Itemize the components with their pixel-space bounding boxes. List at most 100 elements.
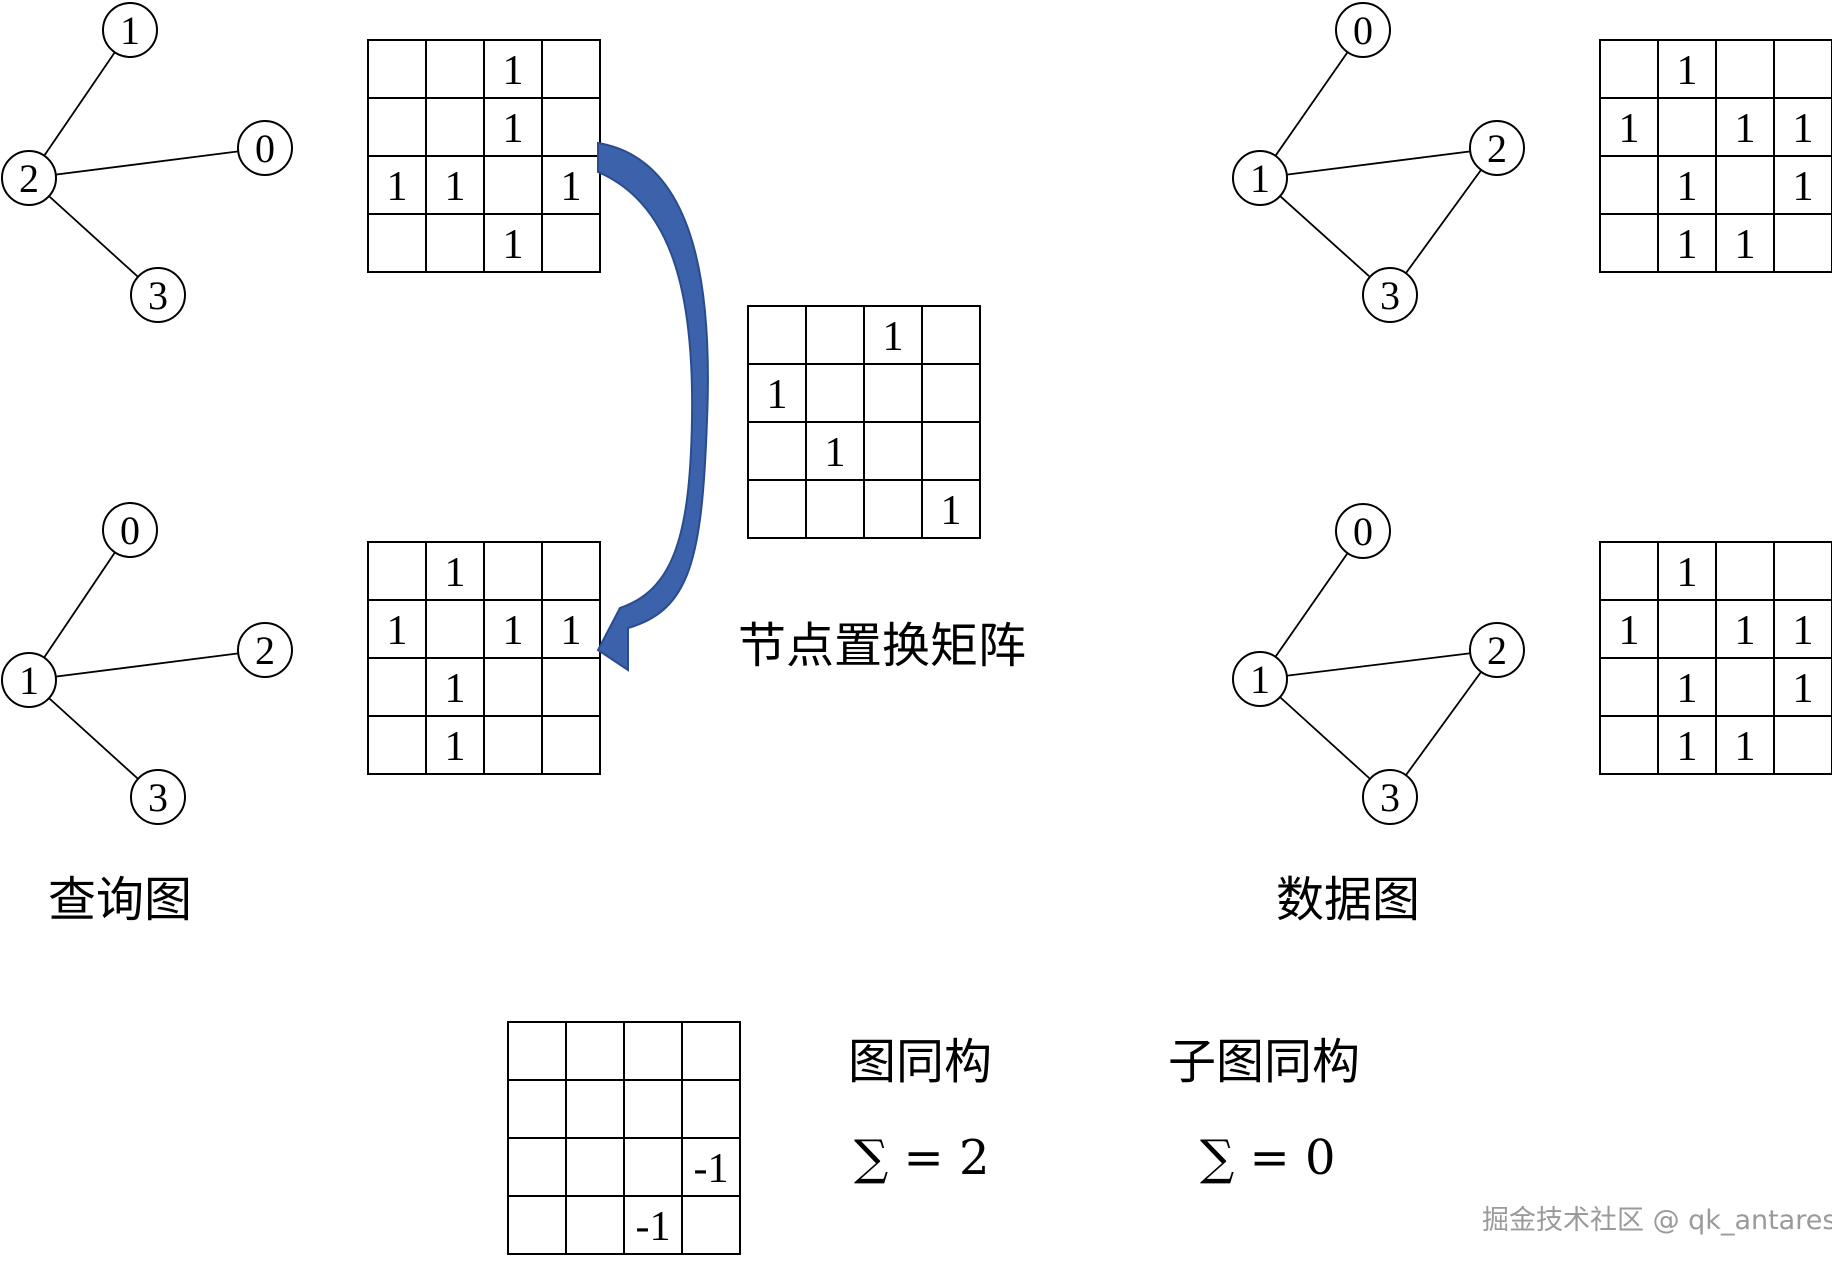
matrix-cell-value: 1 — [1677, 724, 1698, 770]
matrix-cell — [1715, 155, 1775, 215]
matrix-cell — [1715, 39, 1775, 99]
permutation-matrix-label: 节点置换矩阵 — [738, 618, 1027, 674]
matrix-cell — [863, 363, 923, 423]
data-top-node-1: 1 — [1232, 150, 1288, 206]
matrix-cell-value: 1 — [503, 106, 524, 152]
matrix-cell — [1599, 657, 1659, 717]
matrix-cell-value: 1 — [1735, 724, 1756, 770]
matrix-cell — [921, 421, 981, 481]
matrix-cell — [367, 97, 427, 157]
matrix-cell-value: 1 — [1735, 608, 1756, 654]
matrix-cell-value: 1 — [445, 724, 466, 770]
matrix-cell — [681, 1021, 741, 1081]
matrix-cell-value: 1 — [1793, 666, 1814, 712]
matrix-cell — [1773, 97, 1832, 157]
matrix-cell — [623, 1079, 683, 1139]
matrix-cell-value: 1 — [503, 48, 524, 94]
matrix-cell-value: 1 — [883, 314, 904, 360]
matrix-cell — [747, 479, 807, 539]
matrix-cell — [483, 39, 543, 99]
matrix-cell — [1657, 715, 1717, 775]
matrix-cell — [921, 479, 981, 539]
curved-arrow-shape — [596, 141, 709, 672]
data-top-edge-2 — [1259, 177, 1391, 296]
matrix-cell-value: 1 — [1735, 222, 1756, 268]
matrix-cell — [483, 97, 543, 157]
matrix-cell — [483, 599, 543, 659]
matrix-cell-value: 1 — [503, 608, 524, 654]
matrix-cell — [681, 1079, 741, 1139]
data-top-node-0: 0 — [1335, 2, 1391, 58]
matrix-cell — [805, 479, 865, 539]
matrix-cell — [541, 657, 601, 717]
matrix-cell-value: -1 — [636, 1204, 671, 1250]
data-bottom-node-1: 1 — [1232, 651, 1288, 707]
difference-matrix: -1-1 — [507, 1021, 741, 1255]
matrix-cell — [1657, 599, 1717, 659]
matrix-cell-value: 1 — [1677, 48, 1698, 94]
matrix-cell — [1657, 97, 1717, 157]
matrix-cell-value: 1 — [445, 666, 466, 712]
matrix-cell-value: 1 — [1793, 164, 1814, 210]
matrix-cell — [541, 97, 601, 157]
matrix-cell — [681, 1195, 741, 1255]
watermark-text: 掘金技术社区 @ qk_antares — [1482, 1205, 1832, 1236]
matrix-cell — [863, 421, 923, 481]
query-top-node-1: 1 — [102, 2, 158, 58]
node-label: 3 — [148, 775, 168, 820]
matrix-cell — [1599, 599, 1659, 659]
node-label: 1 — [1250, 657, 1270, 702]
matrix-cell — [425, 715, 485, 775]
matrix-cell-value: 1 — [561, 608, 582, 654]
matrix-cell-value: 1 — [767, 372, 788, 418]
subgraph-isomorphism-label: 子图同构 — [1168, 1034, 1361, 1090]
matrix-cell — [425, 39, 485, 99]
query-top-edge-1 — [28, 147, 266, 179]
matrix-cell — [565, 1021, 625, 1081]
node-label: 3 — [148, 273, 168, 318]
node-label: 2 — [255, 628, 275, 673]
matrix-cell — [1599, 39, 1659, 99]
permutation-arrow — [596, 141, 709, 672]
matrix-cell-value: 1 — [445, 164, 466, 210]
matrix-cell-value: 1 — [1677, 222, 1698, 268]
matrix-cell — [565, 1137, 625, 1197]
data-graph-label: 数据图 — [1276, 872, 1421, 928]
matrix-cell — [747, 421, 807, 481]
matrix-cell — [425, 155, 485, 215]
query-bottom-edge-1 — [28, 649, 266, 681]
matrix-cell — [425, 599, 485, 659]
node-label: 0 — [120, 508, 140, 553]
matrix-cell — [805, 305, 865, 365]
node-label: 1 — [19, 658, 39, 703]
matrix-cell — [1773, 541, 1832, 601]
node-label: 3 — [1380, 273, 1400, 318]
data-bottom-node-3: 3 — [1362, 769, 1418, 825]
matrix-cell-value: 1 — [445, 550, 466, 596]
query-bottom-node-1: 1 — [1, 652, 57, 708]
matrix-cell — [921, 305, 981, 365]
matrix-cell — [1773, 715, 1832, 775]
matrix-cell — [1599, 213, 1659, 273]
matrix-cell — [1599, 715, 1659, 775]
subgraph-iso-sum-formula: ∑ = 0 — [1200, 1130, 1336, 1186]
matrix-cell-value: 1 — [503, 222, 524, 268]
matrix-cell — [367, 657, 427, 717]
query-top-node-3: 3 — [130, 267, 186, 323]
matrix-cell — [1773, 657, 1832, 717]
data-top-node-2: 2 — [1469, 120, 1525, 176]
node-label: 0 — [255, 126, 275, 171]
matrix-cell — [1715, 213, 1775, 273]
node-label: 1 — [1250, 156, 1270, 201]
node-label: 2 — [19, 156, 39, 201]
matrix-cell — [541, 213, 601, 273]
matrix-cell — [541, 599, 601, 659]
data-bottom-node-0: 0 — [1335, 503, 1391, 559]
matrix-cell — [565, 1195, 625, 1255]
matrix-cell — [1657, 541, 1717, 601]
graph-iso-sum-formula: ∑ = 2 — [854, 1130, 990, 1186]
matrix-cell — [425, 97, 485, 157]
